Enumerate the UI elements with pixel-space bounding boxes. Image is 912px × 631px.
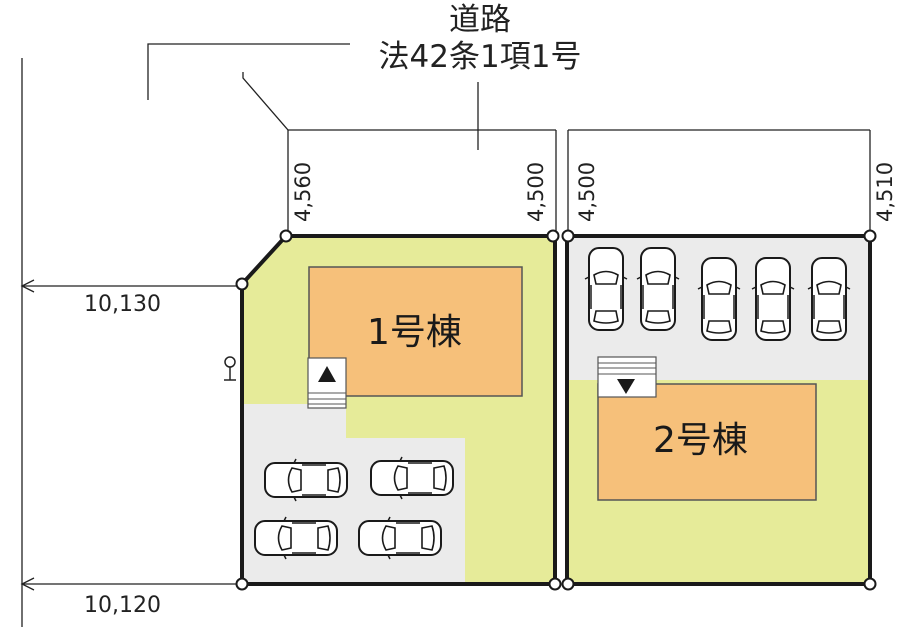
building-1-label: 1号棟: [367, 312, 462, 353]
car-icon: [807, 257, 851, 341]
lot-1-outline: [240, 234, 557, 586]
car-icon: [371, 457, 453, 499]
car-icon: [255, 517, 337, 559]
car-icon: [636, 247, 680, 331]
frontage-dimension-3: 4,500: [575, 161, 599, 222]
dimension-lines: [20, 43, 871, 627]
boundary-markers: [235, 229, 877, 591]
car-icon: [265, 459, 347, 501]
frontage-dimension-2: 4,500: [524, 161, 548, 222]
entrance-up-arrow-icon: [307, 357, 347, 409]
frontage-dimension-1: 4,560: [291, 161, 315, 222]
building-2: [597, 383, 817, 501]
building-2-label: 2号棟: [653, 420, 748, 461]
car-icon: [359, 517, 441, 559]
frontage-dimension-4: 4,510: [873, 161, 897, 222]
road-legal-classification: 法42条1項1号: [378, 39, 582, 75]
entrance-down-arrow-icon: [597, 356, 657, 398]
car-icon: [697, 257, 741, 341]
car-icon: [584, 247, 628, 331]
lot-2-outline: [565, 234, 872, 586]
hydrant-icon: [224, 356, 236, 381]
depth-dimension-lower: 10,120: [84, 593, 161, 618]
road-label: 道路: [449, 2, 511, 38]
depth-dimension-upper: 10,130: [84, 292, 161, 317]
car-icon: [751, 257, 795, 341]
